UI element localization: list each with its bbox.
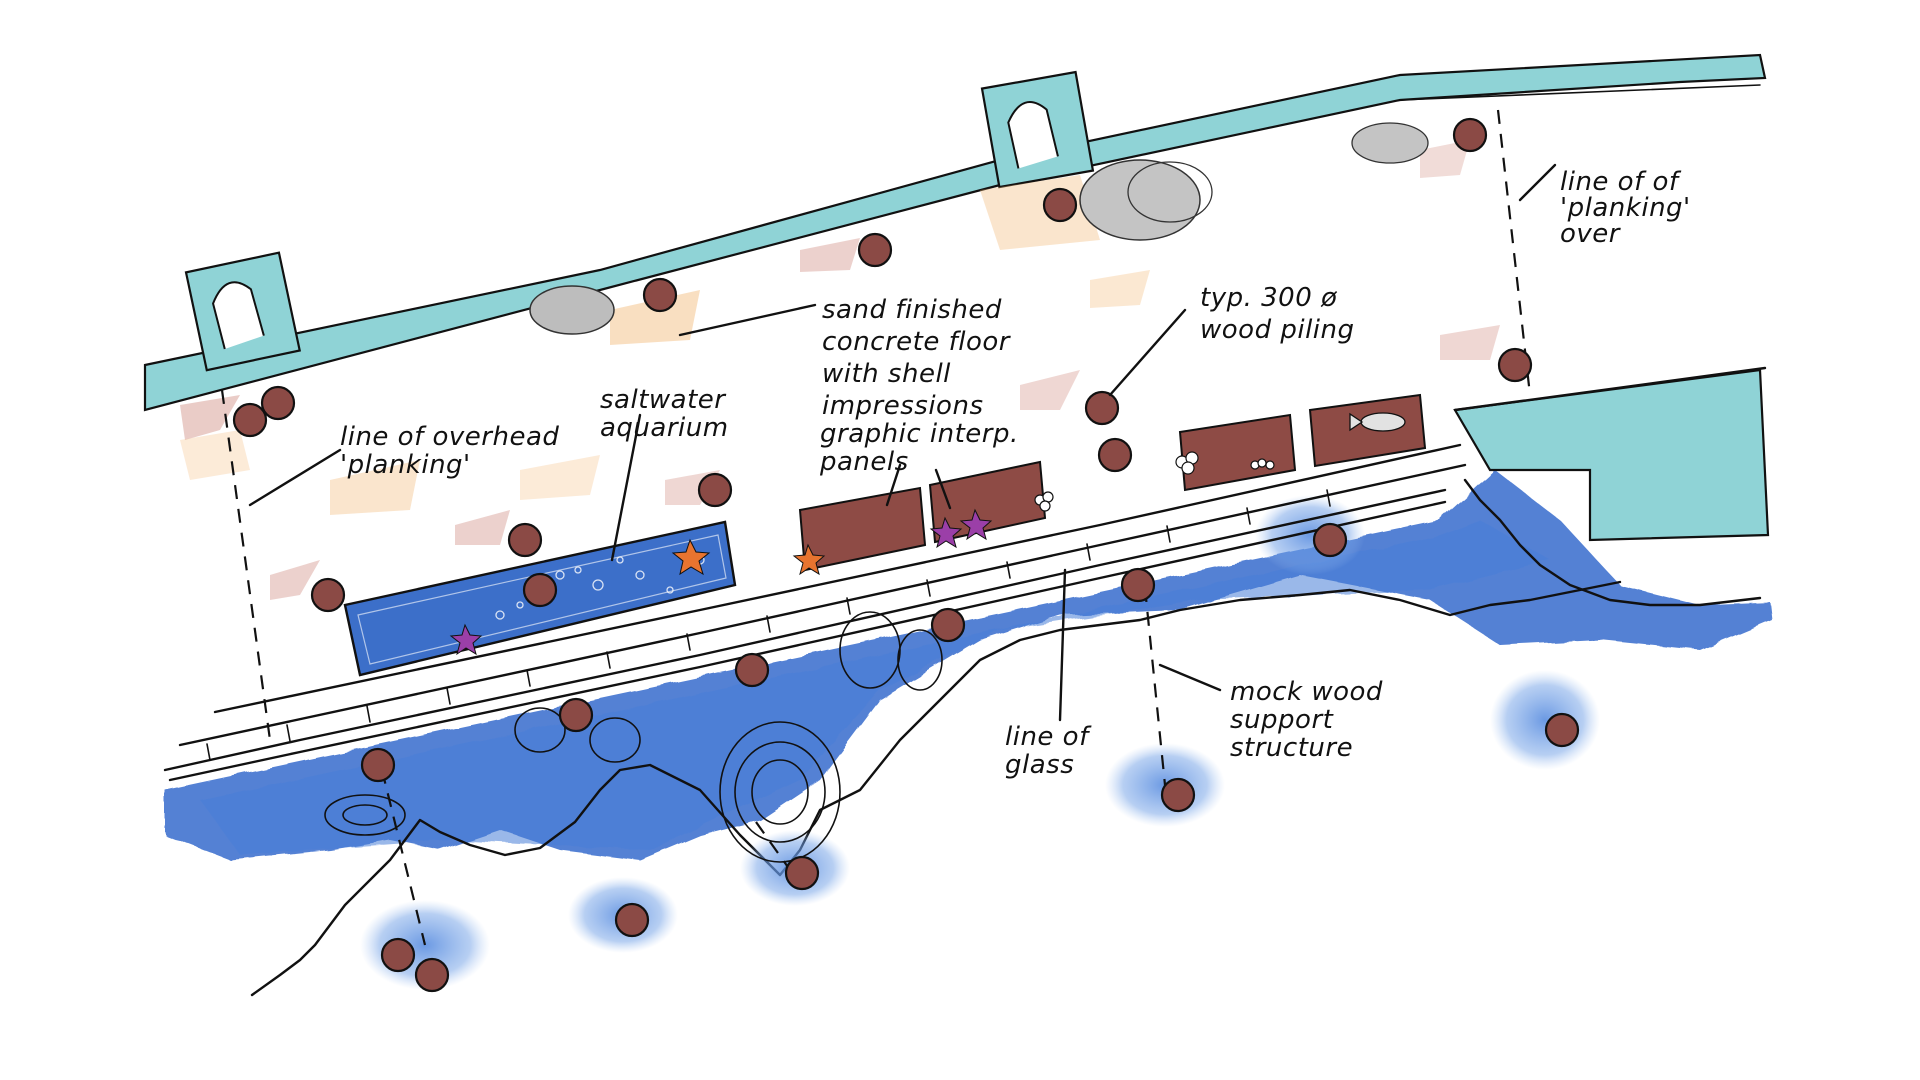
buttress-left xyxy=(184,251,302,372)
label-overhead-planking: line of overhead'planking' xyxy=(340,422,559,480)
sand-floor xyxy=(180,140,1500,600)
fish-icon xyxy=(1349,412,1406,432)
underwater-rock-contours xyxy=(324,611,943,863)
flower-icon xyxy=(1034,451,1275,512)
overhead-planking-lines xyxy=(220,109,1532,946)
rock-icon xyxy=(529,122,1429,335)
starfish-icon xyxy=(449,538,711,656)
piling-icon xyxy=(232,117,1580,993)
walkway xyxy=(163,443,1467,782)
label-planking-over: line of of 'planking' over xyxy=(1560,167,1699,249)
starfish-icon xyxy=(792,508,993,576)
glass-posts xyxy=(206,489,1331,761)
graphic-interp-panels xyxy=(792,393,1427,576)
right-pier xyxy=(1453,366,1770,542)
retaining-wall xyxy=(143,53,1767,412)
label-panels: graphic interp.panels xyxy=(819,419,1019,477)
buttress-right xyxy=(980,70,1095,189)
annotations: line of of 'planking' over sand finished… xyxy=(340,167,1699,780)
arrow-icon xyxy=(248,163,1557,722)
